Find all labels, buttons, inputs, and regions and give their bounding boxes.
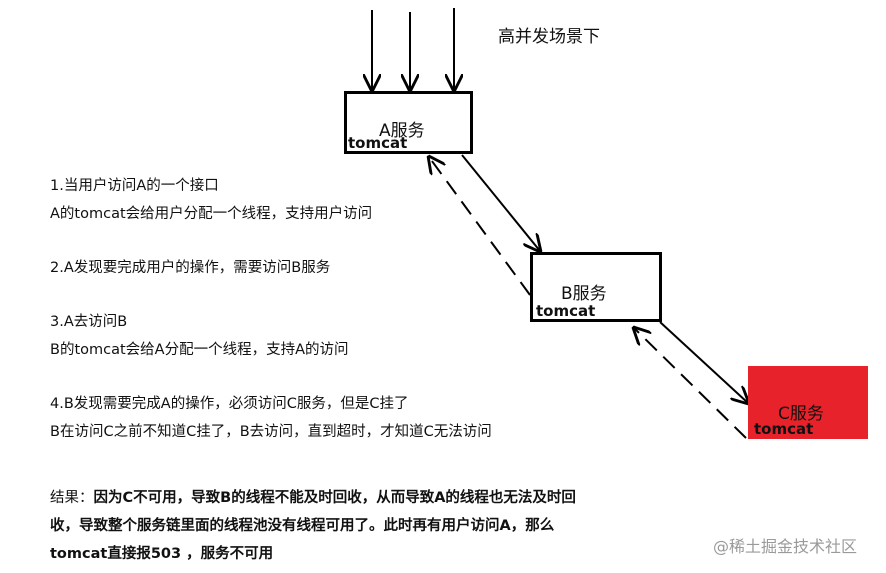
step-1-line-1: 1.当用户访问A的一个接口 <box>50 178 219 194</box>
step-3-line-1: 3.A去访问B <box>50 314 128 330</box>
diagram-title: 高并发场景下 <box>498 27 600 47</box>
service-a-tomcat-label: tomcat <box>348 134 408 152</box>
service-a-box: A服务 tomcat <box>344 91 473 154</box>
service-c-box: C服务 tomcat <box>748 366 868 439</box>
service-c-tomcat-label: tomcat <box>754 420 814 438</box>
result-text: 因为C不可用，导致B的线程不能及时回收，从而导致A的线程也无法及时回收，导致整个… <box>50 490 576 562</box>
step-4-line-2: B在访问C之前不知道C挂了，B去访问，直到超时，才知道C无法访问 <box>50 424 492 440</box>
service-b-box: B服务 tomcat <box>530 252 662 322</box>
watermark: @稀土掘金技术社区 <box>713 537 858 556</box>
service-b-tomcat-label: tomcat <box>536 302 596 320</box>
arrow-c-to-b-dashed <box>634 328 747 439</box>
arrow-a-to-b <box>461 154 540 251</box>
step-1-line-2: A的tomcat会给用户分配一个线程，支持用户访问 <box>50 206 373 222</box>
step-4-line-1: 4.B发现需要完成A的操作，必须访问C服务，但是C挂了 <box>50 396 409 412</box>
service-b-label: B服务 <box>561 284 607 304</box>
arrow-b-to-a-dashed <box>429 157 531 296</box>
step-2-line-1: 2.A发现要完成用户的操作，需要访问B服务 <box>50 260 331 276</box>
step-3-line-2: B的tomcat会给A分配一个线程，支持A的访问 <box>50 342 349 358</box>
arrow-b-to-c <box>659 321 748 403</box>
result-paragraph: 结果：因为C不可用，导致B的线程不能及时回收，从而导致A的线程也无法及时回收，导… <box>50 484 590 568</box>
service-a-label: A服务 <box>379 121 425 141</box>
steps-list: 1.当用户访问A的一个接口 A的tomcat会给用户分配一个线程，支持用户访问 … <box>50 172 492 446</box>
service-c-label: C服务 <box>778 404 824 424</box>
result-prefix: 结果： <box>50 490 94 506</box>
